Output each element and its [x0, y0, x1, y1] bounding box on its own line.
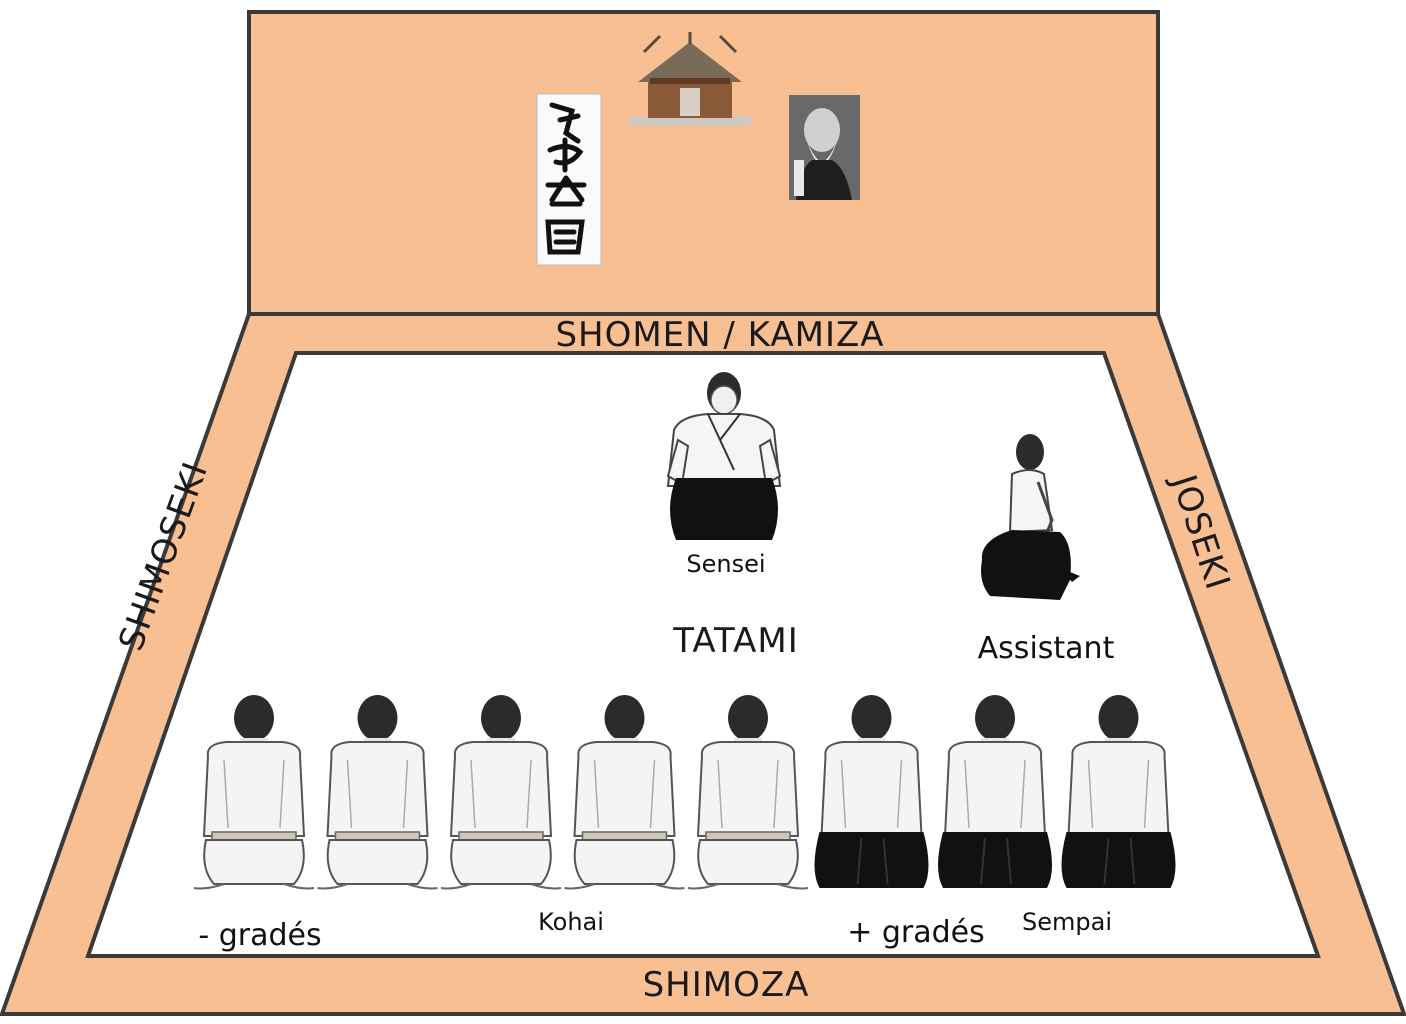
high-grade-label: + gradés [847, 915, 985, 950]
wall-label-shimoza: SHIMOZA [643, 965, 810, 1005]
sempai-label: Sempai [1022, 908, 1112, 936]
sensei-label: Sensei [686, 550, 765, 578]
calligraphy-scroll-icon [536, 93, 602, 266]
wall-label-shomen: SHOMEN / KAMIZA [555, 315, 884, 355]
kamidana-shrine-icon [629, 32, 751, 126]
kohai-label: Kohai [538, 908, 604, 936]
sensei-figure [666, 372, 782, 540]
low-grade-label: - gradés [198, 918, 321, 953]
founder-portrait [789, 95, 860, 200]
assistant-figure [981, 434, 1080, 600]
assistant-label: Assistant [978, 631, 1115, 666]
tatami-label: TATAMI [672, 621, 799, 661]
